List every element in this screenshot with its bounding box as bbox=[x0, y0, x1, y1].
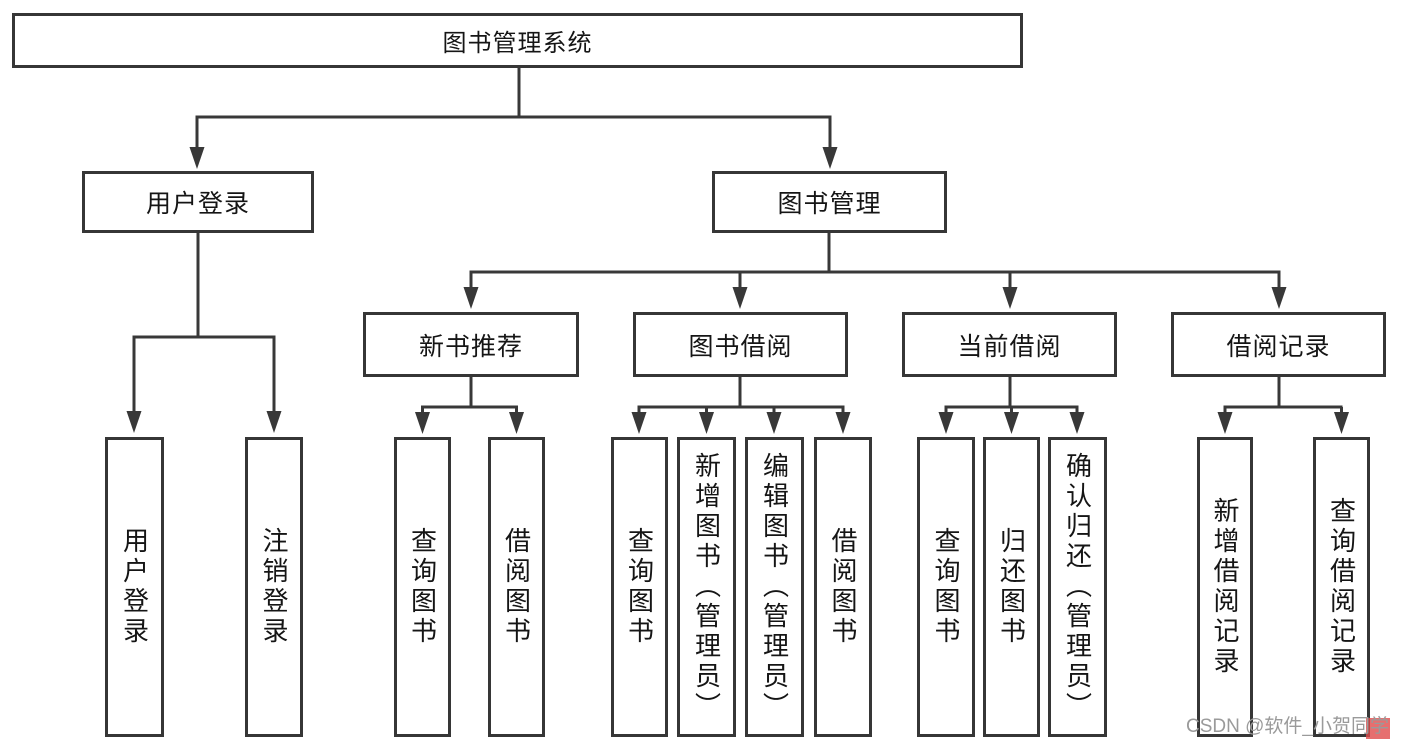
arrowhead-icon bbox=[732, 287, 748, 309]
leaf-bb-edit-books-admin: 编辑图书（管理员） bbox=[745, 437, 804, 737]
node-borrow-records: 借阅记录 bbox=[1171, 312, 1386, 377]
leaf-label: 查询借阅记录 bbox=[1326, 497, 1357, 677]
node-current-borrow: 当前借阅 bbox=[902, 312, 1117, 377]
node-user-login: 用户登录 bbox=[82, 171, 314, 233]
arrowhead-icon bbox=[938, 412, 954, 434]
leaf-bb-add-books-admin: 新增图书（管理员） bbox=[677, 437, 736, 737]
leaf-br-add-record: 新增借阅记录 bbox=[1197, 437, 1253, 737]
watermark-text: CSDN @软件_小贺同学 bbox=[1186, 716, 1389, 737]
leaf-label: 借阅图书 bbox=[828, 527, 858, 647]
node-new-book-rec: 新书推荐 bbox=[363, 312, 579, 377]
leaf-nbr-query-books: 查询图书 bbox=[394, 437, 451, 737]
arrowhead-icon bbox=[189, 147, 205, 169]
arrowhead-icon bbox=[631, 412, 647, 434]
arrowhead-icon bbox=[415, 412, 430, 434]
leaf-user-login: 用户登录 bbox=[105, 437, 164, 737]
arrowhead-icon bbox=[699, 412, 714, 434]
leaf-label: 新增图书（管理员） bbox=[691, 452, 722, 722]
leaf-cb-return-books: 归还图书 bbox=[983, 437, 1040, 737]
arrowhead-icon bbox=[1271, 287, 1287, 309]
arrowhead-icon bbox=[463, 287, 479, 309]
leaf-label: 归还图书 bbox=[996, 527, 1027, 647]
leaf-cb-query-books: 查询图书 bbox=[917, 437, 975, 737]
arrowhead-icon bbox=[822, 147, 838, 169]
leaf-br-query-record: 查询借阅记录 bbox=[1313, 437, 1370, 737]
arrowhead-icon bbox=[1334, 412, 1349, 434]
arrowhead-icon bbox=[766, 412, 782, 434]
leaf-label: 查询图书 bbox=[407, 527, 438, 647]
node-root: 图书管理系统 bbox=[12, 13, 1023, 68]
arrowhead-icon bbox=[835, 412, 851, 434]
arrowhead-icon bbox=[1004, 412, 1019, 434]
leaf-cb-confirm-return-admin: 确认归还（管理员） bbox=[1048, 437, 1107, 737]
node-book-borrow: 图书借阅 bbox=[633, 312, 848, 377]
leaf-label: 编辑图书（管理员） bbox=[759, 452, 790, 722]
arrowhead-icon bbox=[1069, 412, 1085, 434]
leaf-label: 确认归还（管理员） bbox=[1062, 452, 1093, 722]
leaf-bb-query-books: 查询图书 bbox=[611, 437, 668, 737]
leaf-logout: 注销登录 bbox=[245, 437, 303, 737]
leaf-label: 注销登录 bbox=[259, 527, 289, 647]
leaf-label: 新增借阅记录 bbox=[1210, 497, 1240, 677]
arrowhead-icon bbox=[1217, 412, 1233, 434]
arrowhead-icon bbox=[126, 411, 142, 433]
leaf-label: 借阅图书 bbox=[501, 527, 532, 647]
leaf-nbr-borrow-books: 借阅图书 bbox=[488, 437, 545, 737]
arrowhead-icon bbox=[1002, 287, 1018, 309]
arrowhead-icon bbox=[266, 411, 282, 433]
arrowhead-icon bbox=[509, 412, 524, 434]
watermark-red-block bbox=[1366, 718, 1390, 739]
leaf-label: 用户登录 bbox=[119, 527, 150, 647]
leaf-bb-borrow-books: 借阅图书 bbox=[814, 437, 872, 737]
node-book-mgmt: 图书管理 bbox=[712, 171, 947, 233]
leaf-label: 查询图书 bbox=[931, 527, 961, 647]
leaf-label: 查询图书 bbox=[624, 527, 655, 647]
csdn-watermark: CSDN @软件_小贺同学 bbox=[1186, 715, 1401, 743]
